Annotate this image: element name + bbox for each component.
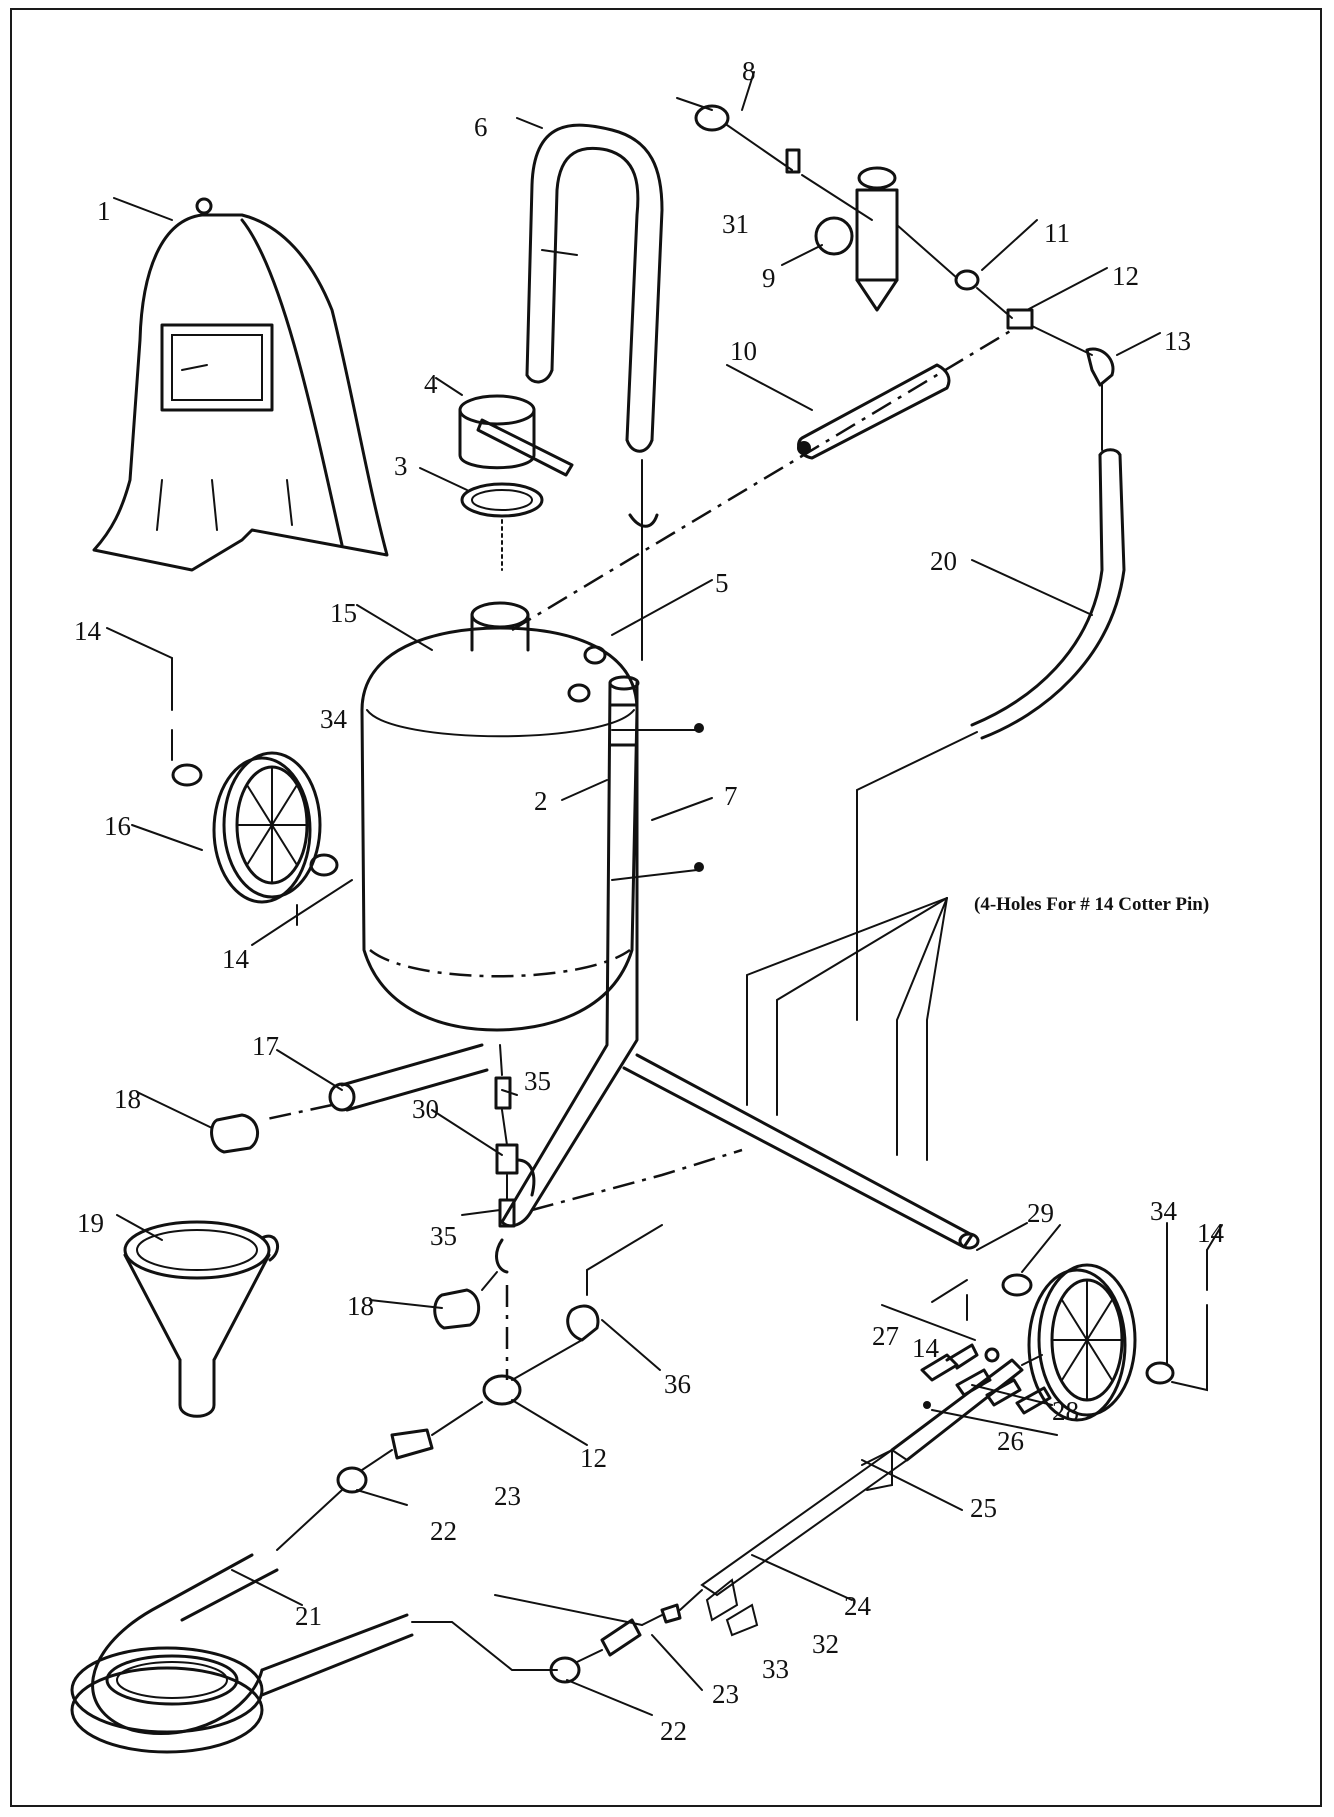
label-22a: 22 [430, 1516, 457, 1546]
cotter-pin-leaders [746, 897, 948, 1161]
right-wheel-part [966, 1249, 1208, 1422]
nozzles-part [920, 1343, 1052, 1415]
label-26: 26 [997, 1426, 1024, 1456]
label-31: 31 [722, 209, 749, 239]
label-14b: 14 [222, 944, 250, 974]
funnel-part [123, 1220, 280, 1418]
label-9: 9 [762, 263, 776, 293]
tank-part [360, 601, 639, 1032]
label-34a: 34 [320, 704, 348, 734]
label-19: 19 [77, 1208, 104, 1238]
label-36: 36 [664, 1369, 691, 1399]
label-23b: 23 [712, 1679, 739, 1709]
label-14c: 14 [1197, 1218, 1225, 1248]
label-13: 13 [1164, 326, 1191, 356]
sandblaster-exploded-diagram: 1 2 3 4 5 6 7 8 9 10 11 12 13 14 14 14 1… [70, 56, 1225, 1754]
label-4: 4 [424, 369, 438, 399]
label-14a: 14 [74, 616, 102, 646]
fill-cap-part [458, 394, 574, 477]
label-29: 29 [1027, 1198, 1054, 1228]
label-14d: 14 [912, 1333, 940, 1363]
label-21: 21 [295, 1601, 322, 1631]
diagram-frame: 1 2 3 4 5 6 7 8 9 10 11 12 13 14 14 14 1… [10, 8, 1322, 1807]
label-3: 3 [394, 451, 408, 481]
label-11: 11 [1044, 218, 1070, 248]
label-18b: 18 [347, 1291, 374, 1321]
shutoff-valve-part [433, 1044, 536, 1380]
label-16: 16 [104, 811, 131, 841]
gasket-part [460, 482, 544, 571]
regulator-part [676, 97, 1115, 451]
air-line-part [511, 328, 1013, 632]
label-12b: 12 [580, 1443, 607, 1473]
label-27: 27 [872, 1321, 899, 1351]
label-33: 33 [762, 1654, 789, 1684]
label-12: 12 [1112, 261, 1139, 291]
label-30: 30 [412, 1094, 439, 1124]
cotter-pin-note: (4-Holes For # 14 Cotter Pin) [974, 894, 1209, 915]
label-23a: 23 [494, 1481, 521, 1511]
label-22b: 22 [660, 1716, 687, 1746]
blast-gun-part [549, 1354, 1043, 1684]
label-10: 10 [730, 336, 757, 366]
label-24: 24 [844, 1591, 872, 1621]
label-18a: 18 [114, 1084, 141, 1114]
label-1: 1 [97, 196, 111, 226]
label-6: 6 [474, 112, 488, 142]
part-labels: 1 2 3 4 5 6 7 8 9 10 11 12 13 14 14 14 1… [74, 56, 1225, 1746]
label-25: 25 [970, 1493, 997, 1523]
lower-fittings-part [276, 1148, 743, 1551]
handle-part [525, 123, 664, 661]
label-2: 2 [534, 786, 548, 816]
left-wheel-part [171, 657, 339, 926]
label-35a: 35 [524, 1066, 551, 1096]
label-34b: 34 [1150, 1196, 1178, 1226]
leader-lines [106, 71, 1223, 1716]
blast-hose-part [70, 1553, 558, 1754]
label-7: 7 [724, 781, 738, 811]
label-28: 28 [1052, 1396, 1079, 1426]
frame-part [500, 675, 980, 1250]
label-8: 8 [742, 56, 756, 86]
hood-part [92, 197, 389, 572]
air-hose-part [856, 448, 1126, 1021]
label-17: 17 [252, 1031, 279, 1061]
label-32: 32 [812, 1629, 839, 1659]
label-15: 15 [330, 598, 357, 628]
label-20: 20 [930, 546, 957, 576]
label-5: 5 [715, 568, 729, 598]
leg-part [210, 1043, 489, 1154]
label-35b: 35 [430, 1221, 457, 1251]
